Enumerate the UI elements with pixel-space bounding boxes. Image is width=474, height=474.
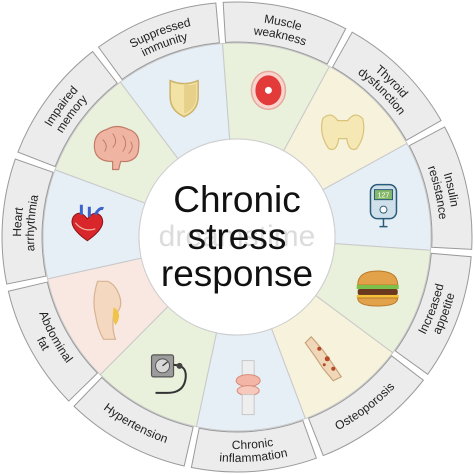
segment-label-9-line2: arrhythmia bbox=[23, 193, 41, 252]
ring-segment-8 bbox=[7, 281, 99, 402]
shield-icon bbox=[169, 79, 199, 118]
ring-segment-1 bbox=[222, 1, 347, 65]
ring-segment-6 bbox=[190, 419, 317, 473]
thyroid-icon bbox=[321, 114, 365, 151]
ring-segment-0 bbox=[97, 2, 220, 81]
blood-pressure-monitor-icon bbox=[150, 354, 187, 394]
center-title-line3: response bbox=[161, 253, 313, 294]
segment-icons: 127 bbox=[71, 70, 399, 416]
ring-segment-9 bbox=[1, 158, 54, 285]
burger-icon bbox=[356, 270, 399, 307]
muscle-icon bbox=[250, 70, 287, 111]
glucose-meter-icon: 127 bbox=[369, 183, 398, 228]
ring-segment-7 bbox=[73, 376, 194, 467]
svg-text:127: 127 bbox=[378, 193, 390, 200]
knee-joint-icon bbox=[235, 360, 261, 416]
brain-icon bbox=[93, 125, 140, 171]
bone-icon bbox=[304, 335, 343, 382]
segment-label-9-line1: Heart bbox=[10, 206, 26, 237]
ring-segment-10 bbox=[17, 50, 118, 168]
center-title-line2: stress bbox=[188, 216, 287, 257]
center-title-line1: Chronic bbox=[173, 179, 301, 220]
segment-label-6-line1: Chronic bbox=[232, 435, 274, 452]
watermark: dreamstime bbox=[159, 220, 316, 253]
center-disc bbox=[138, 138, 336, 336]
ring-segment-4 bbox=[394, 252, 472, 375]
ring-segment-3 bbox=[408, 126, 473, 250]
abdomen-icon bbox=[93, 280, 122, 340]
ring-segment-2 bbox=[331, 31, 442, 142]
heart-icon bbox=[71, 204, 105, 242]
ring-segment-5 bbox=[307, 355, 425, 457]
